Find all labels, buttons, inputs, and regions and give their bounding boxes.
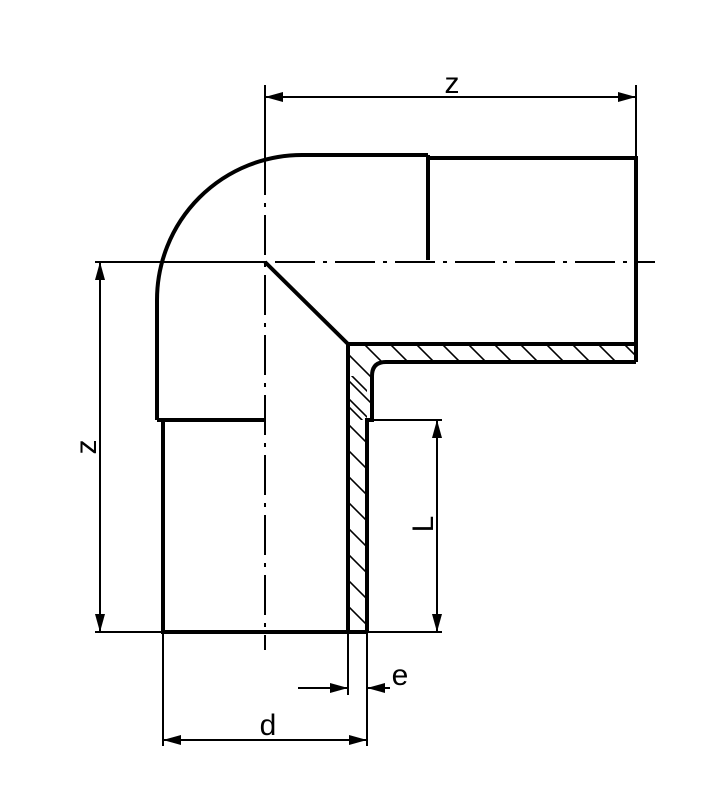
z-vertical-label: z	[70, 440, 103, 455]
hatch-line	[348, 604, 367, 627]
hatch-line	[528, 370, 711, 640]
hatch-line	[554, 370, 711, 640]
horizontal-socket-outline	[426, 155, 638, 362]
fitting-body	[155, 153, 638, 634]
hatch-line	[411, 344, 497, 420]
hatch-line	[348, 578, 367, 601]
dimension-diameter: d	[162, 632, 368, 746]
hatch-line	[672, 340, 711, 424]
hatch-line	[489, 344, 575, 420]
hatch-line	[385, 344, 471, 420]
length-label: L	[407, 516, 440, 533]
center-lines	[95, 95, 655, 650]
dimension-z-vertical: z	[70, 261, 265, 633]
diameter-label: d	[260, 709, 277, 742]
hatch-line	[424, 370, 694, 640]
hatch-line	[450, 370, 711, 640]
hatch-line	[515, 344, 601, 420]
hatch-line	[348, 526, 367, 549]
hatch-line	[348, 344, 367, 420]
hatch-line	[541, 344, 627, 420]
dimension-z-horizontal: z	[264, 67, 637, 158]
vertical-socket-outline	[157, 418, 367, 634]
hatch-line	[398, 370, 668, 640]
hatch-line	[632, 370, 711, 640]
dimension-length: L	[367, 419, 442, 633]
hatch-line	[348, 630, 350, 632]
z-horizontal-label: z	[445, 67, 460, 100]
hatch-line	[593, 344, 636, 420]
hatch-line	[348, 448, 367, 471]
hatch-line	[348, 396, 367, 419]
hatch-line	[437, 344, 523, 420]
hatch-line	[646, 340, 711, 424]
hatch-line	[256, 340, 340, 424]
hatch-line	[580, 370, 711, 640]
inner-wall-profile	[346, 342, 636, 632]
hatch-line	[476, 370, 711, 640]
hatch-line	[350, 376, 367, 393]
hatch-line	[606, 370, 711, 640]
hatch-line	[698, 340, 711, 424]
dimension-wall-thickness: e	[298, 632, 408, 695]
hatch-line	[348, 552, 367, 575]
hatch-line	[567, 344, 636, 420]
outer-bend-curve	[155, 153, 428, 420]
inner-miter-line	[263, 260, 350, 346]
hatch-line	[463, 344, 549, 420]
hatch-line	[348, 474, 367, 497]
hatch-line	[348, 500, 367, 523]
hatch-line	[502, 370, 711, 640]
hatch-line	[372, 370, 642, 640]
hatch-line	[619, 344, 636, 420]
wall-thickness-label: e	[392, 659, 409, 692]
hatch-line	[348, 422, 367, 445]
